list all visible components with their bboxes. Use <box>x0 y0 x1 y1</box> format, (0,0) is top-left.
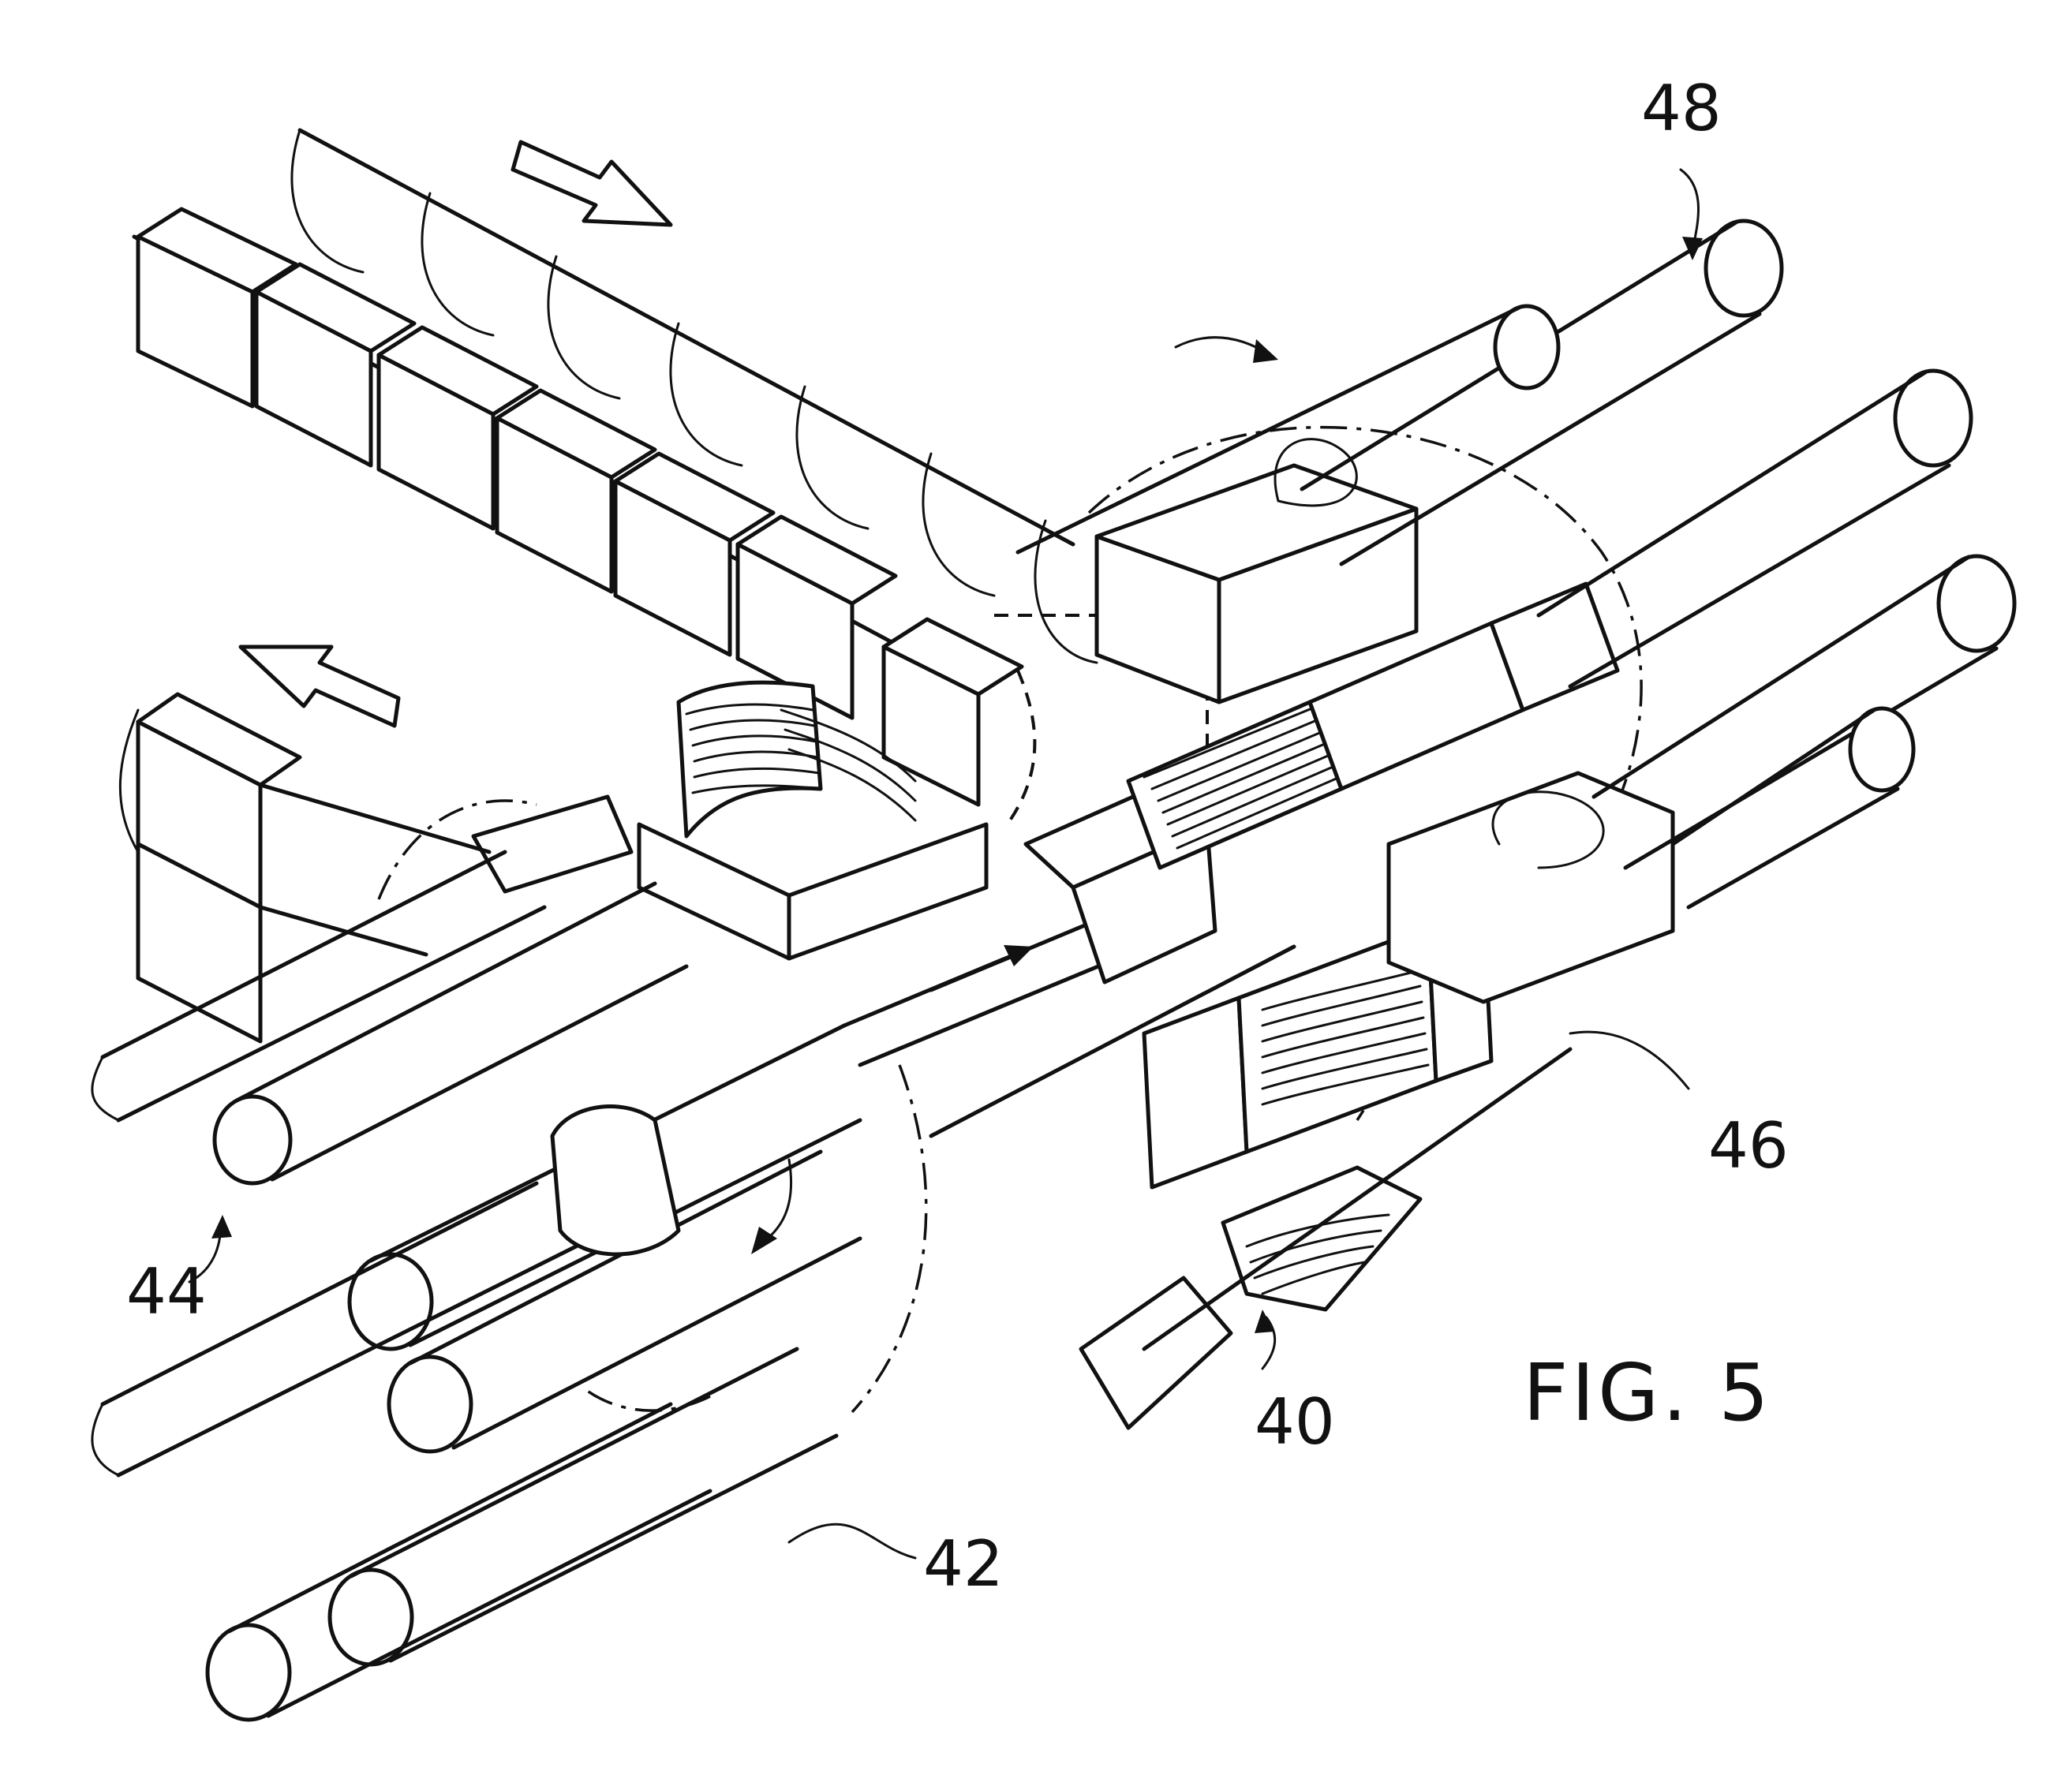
rod-48c <box>1536 368 1973 689</box>
grooved-roll-left <box>471 680 989 961</box>
front-housing-outline <box>851 1064 928 1414</box>
rod-lower-right-edge <box>1142 1047 1573 1351</box>
rod-48d <box>1591 554 2017 870</box>
rod-44a-bottom <box>116 905 547 1123</box>
tool-block-5 <box>613 385 870 657</box>
die-block-right <box>1386 771 1675 1004</box>
tool-block-2 <box>254 192 495 468</box>
numeral-42: 42 <box>923 1527 1004 1601</box>
wedge-block-bottom <box>1079 1276 1233 1430</box>
rod-48e <box>1670 706 1916 910</box>
lower-housing-outline <box>582 1387 711 1412</box>
wedge-block-left <box>471 794 634 894</box>
tool-block-1 <box>136 129 365 409</box>
leader-40 <box>1261 1316 1277 1370</box>
feed-arrow-left <box>238 645 401 728</box>
rods-upper-right <box>929 219 2017 1351</box>
left-housing-outline <box>377 799 537 900</box>
rod-low-1 <box>387 1149 862 1454</box>
rod-44a-break <box>91 1056 120 1122</box>
rod-low-3 <box>205 1402 712 1722</box>
tool-block-detached <box>1094 438 1419 704</box>
rod-long-bottom <box>116 1244 578 1478</box>
central-mandrel <box>842 783 1217 1067</box>
figure-caption: FIG. 5 <box>1523 1347 1772 1439</box>
rod-long-top <box>100 1181 539 1407</box>
upper-tool-row <box>132 128 1419 807</box>
rod-low-2 <box>327 1347 839 1667</box>
tool-block-4 <box>495 322 743 594</box>
leader-42 <box>787 1523 917 1560</box>
leader-lines <box>188 168 1703 1560</box>
grooved-roll-left-base <box>637 822 791 961</box>
tool-block-6 <box>735 452 996 720</box>
rotation-arrow-left-head <box>751 1227 777 1254</box>
left-fixture <box>118 692 492 1044</box>
rod-long-break <box>91 1403 120 1477</box>
reference-numerals: 48 46 42 40 44 <box>126 72 1789 1601</box>
rod-44b <box>212 881 689 1186</box>
mandrel-bottom <box>858 948 1139 1067</box>
numeral-46: 46 <box>1708 1109 1789 1183</box>
leader-46 <box>1569 1030 1690 1090</box>
rod-center-edge <box>929 944 1296 1138</box>
rotation-arrow-top-head <box>1253 339 1278 363</box>
rod-48b <box>1015 304 1561 555</box>
rear-housing-outline <box>1087 425 1643 876</box>
mandrel-top <box>842 905 1131 1028</box>
tool-block-3 <box>376 255 621 531</box>
hidden-edge-a <box>1008 670 1037 822</box>
tool-block-7 <box>881 519 1098 807</box>
rod-hub-cut <box>550 1104 681 1257</box>
grooved-roll-bottom <box>1079 1165 1423 1430</box>
numeral-40: 40 <box>1255 1385 1335 1459</box>
feed-arrow-right <box>511 140 673 227</box>
numeral-44: 44 <box>126 1255 207 1328</box>
rods-lower-left <box>91 850 862 1722</box>
rod-44a-top <box>100 850 507 1059</box>
numeral-48: 48 <box>1641 72 1722 145</box>
